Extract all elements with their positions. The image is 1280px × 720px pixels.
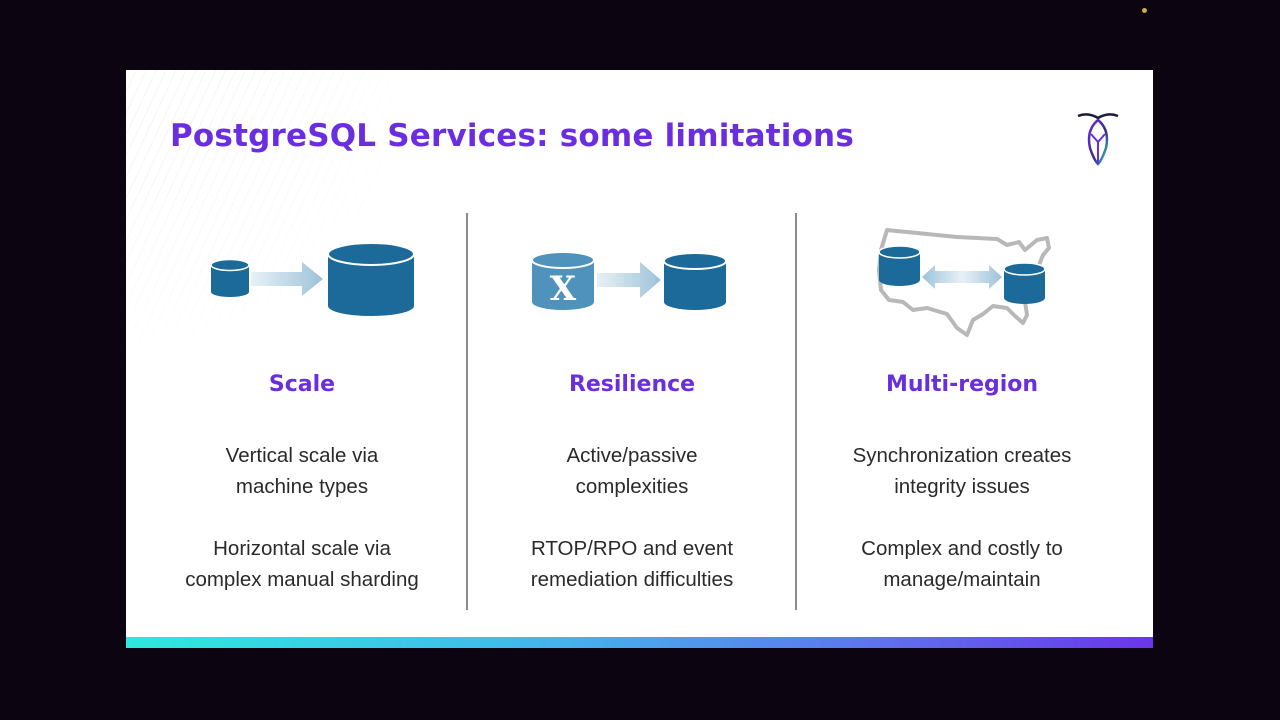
column-heading: Multi-region <box>885 372 1039 397</box>
slide: PostgreSQL Services: some limitations <box>126 70 1153 648</box>
cockroach-labs-logo-icon <box>1076 112 1120 166</box>
indicator-dot <box>1142 8 1147 13</box>
slide-title: PostgreSQL Services: some limitations <box>170 118 854 154</box>
gradient-footer-bar <box>126 637 1153 648</box>
column-heading: Resilience <box>568 372 696 397</box>
us-map-replication-icon <box>797 210 1127 337</box>
svg-text:X: X <box>550 269 577 309</box>
background-pattern <box>126 70 626 590</box>
column-heading: Scale <box>268 372 336 397</box>
failover-database-icon: X <box>467 210 797 330</box>
column-divider <box>466 213 468 610</box>
small-to-large-database-icon <box>137 210 467 330</box>
column-divider <box>795 213 797 610</box>
